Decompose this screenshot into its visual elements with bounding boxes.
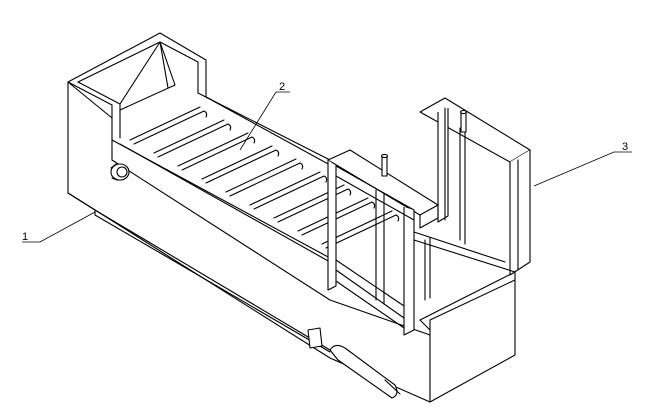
grate-slat — [273, 184, 352, 223]
callout-3: 3 — [533, 141, 632, 187]
grate-slat — [153, 119, 232, 158]
lifting-frame — [419, 97, 531, 276]
grate-slat — [249, 171, 328, 210]
callout-1: 1 — [22, 211, 96, 243]
grate-slat — [129, 106, 208, 145]
grate-slat — [177, 132, 256, 171]
underside-pipes — [307, 327, 401, 399]
outlet-pipe — [110, 163, 130, 181]
callout-3-label: 3 — [622, 141, 628, 153]
grate-slat — [201, 145, 280, 184]
tank-body — [67, 32, 516, 403]
callout-2-label: 2 — [279, 81, 285, 93]
callout-2: 2 — [239, 81, 290, 151]
grate-slat — [225, 158, 304, 197]
inner-rails — [413, 231, 516, 301]
gate-frame — [327, 149, 439, 336]
callout-1-label: 1 — [22, 231, 28, 243]
